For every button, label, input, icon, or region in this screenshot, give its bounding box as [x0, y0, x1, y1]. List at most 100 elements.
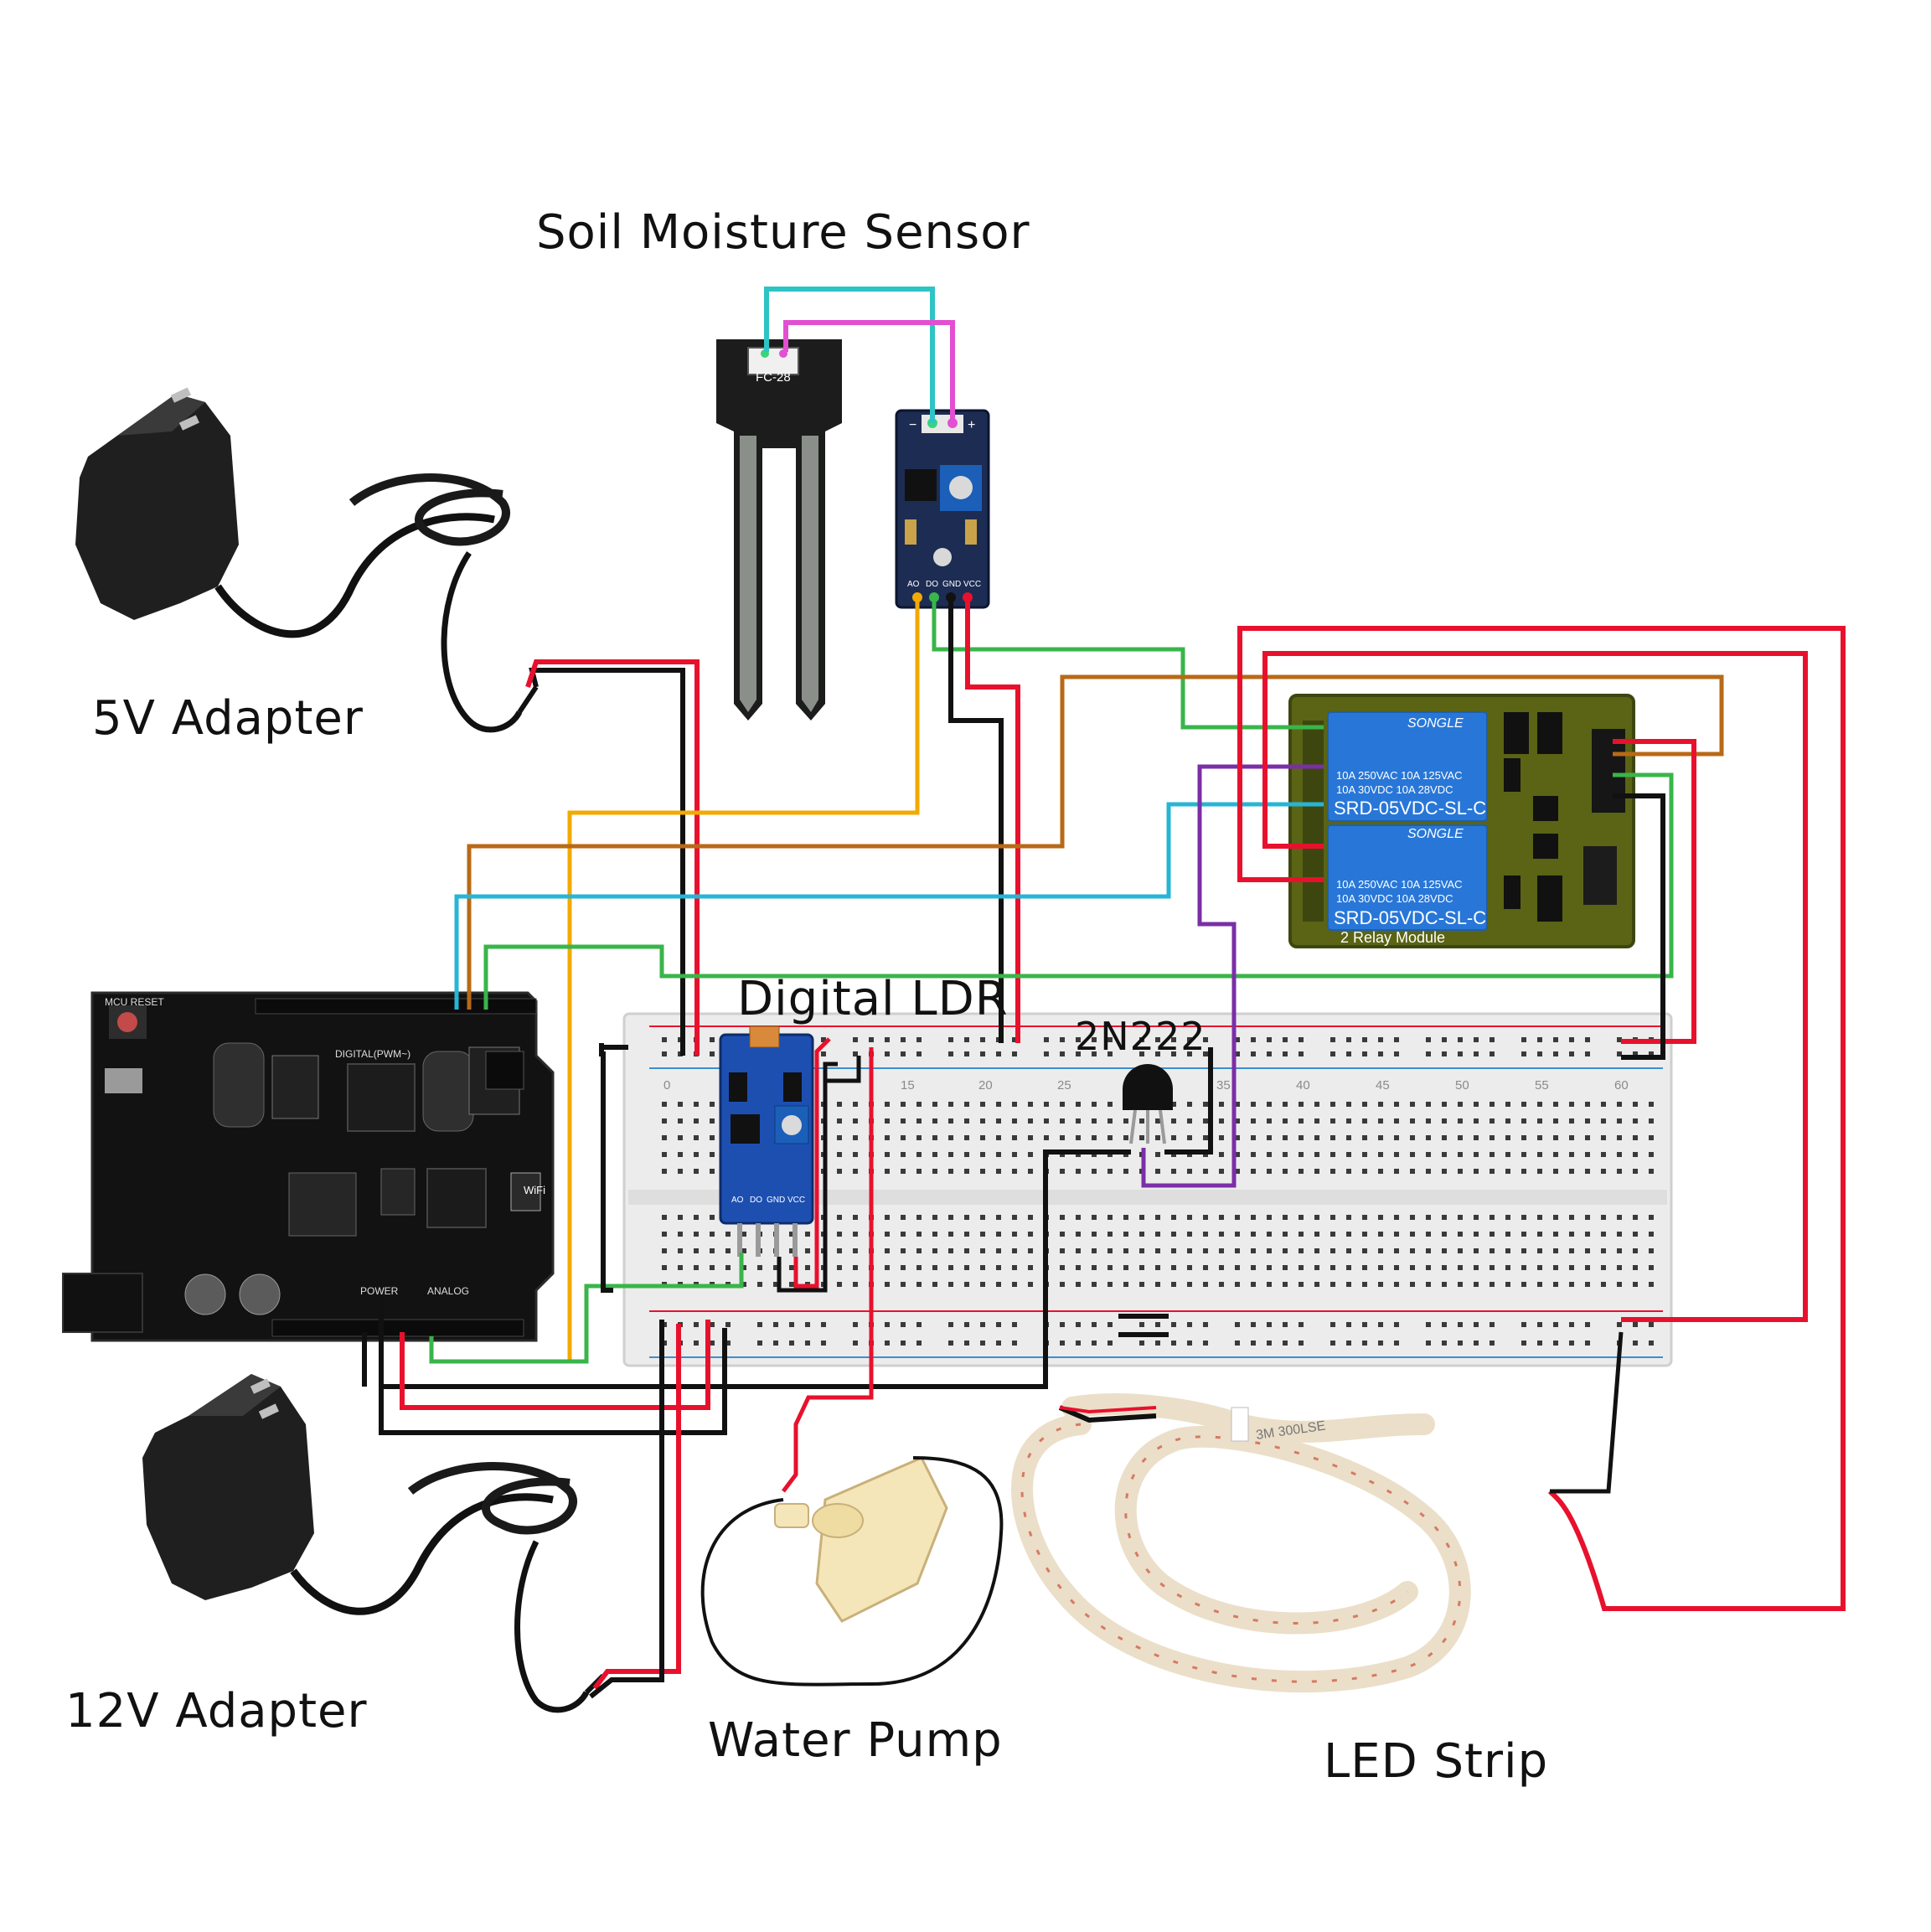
breadboard-hole	[662, 1037, 667, 1042]
breadboard-hole	[1092, 1135, 1097, 1140]
breadboard-hole	[1155, 1051, 1160, 1056]
breadboard-hole	[837, 1169, 842, 1174]
breadboard-hole	[678, 1169, 683, 1174]
breadboard-hole	[1490, 1152, 1495, 1157]
breadboard-hole	[1060, 1118, 1065, 1124]
breadboard-hole	[1633, 1341, 1638, 1346]
breadboard-hole	[1076, 1282, 1081, 1287]
breadboard-hole	[1012, 1322, 1017, 1327]
breadboard-hole	[837, 1215, 842, 1220]
breadboard-hole	[662, 1248, 667, 1253]
breadboard-hole	[980, 1051, 985, 1056]
breadboard-hole	[1346, 1322, 1351, 1327]
breadboard-hole	[1394, 1102, 1399, 1107]
breadboard-hole	[1362, 1322, 1367, 1327]
breadboard-hole	[1203, 1232, 1208, 1237]
breadboard-hole	[1187, 1118, 1192, 1124]
breadboard-hole	[1330, 1152, 1335, 1157]
breadboard-hole	[1076, 1232, 1081, 1237]
breadboard-hole	[1267, 1232, 1272, 1237]
breadboard-hole	[1553, 1265, 1558, 1270]
breadboard-hole	[1426, 1118, 1431, 1124]
breadboard-hole	[1442, 1322, 1447, 1327]
breadboard-hole	[901, 1118, 906, 1124]
breadboard-hole	[1314, 1215, 1319, 1220]
breadboard-hole	[1299, 1102, 1304, 1107]
breadboard-hole	[932, 1215, 937, 1220]
breadboard-hole	[1490, 1169, 1495, 1174]
breadboard-hole	[1521, 1037, 1526, 1042]
breadboard-hole	[694, 1232, 699, 1237]
breadboard-hole	[1155, 1135, 1160, 1140]
breadboard-hole	[885, 1169, 890, 1174]
breadboard-hole	[1569, 1135, 1574, 1140]
breadboard-hole	[1012, 1341, 1017, 1346]
ldr-pin-ao: AO	[731, 1196, 744, 1205]
breadboard-hole	[1251, 1135, 1256, 1140]
breadboard-hole	[1346, 1152, 1351, 1157]
breadboard-hole	[1203, 1215, 1208, 1220]
breadboard-hole	[901, 1135, 906, 1140]
breadboard-hole	[1187, 1322, 1192, 1327]
breadboard-hole	[1490, 1248, 1495, 1253]
breadboard-hole	[1394, 1152, 1399, 1157]
breadboard-hole	[1267, 1215, 1272, 1220]
breadboard-hole	[662, 1102, 667, 1107]
breadboard-hole	[1394, 1265, 1399, 1270]
breadboard-hole	[1107, 1051, 1113, 1056]
breadboard-hole	[1235, 1282, 1240, 1287]
breadboard-hole	[948, 1118, 953, 1124]
ldr-pin-do: DO	[750, 1196, 762, 1205]
breadboard-hole	[694, 1169, 699, 1174]
breadboard-hole	[1649, 1118, 1654, 1124]
breadboard-hole	[853, 1282, 858, 1287]
breadboard-hole	[869, 1037, 874, 1042]
breadboard-hole	[1092, 1282, 1097, 1287]
breadboard-hole	[1123, 1118, 1128, 1124]
label-12v-adapter: 12V Adapter	[65, 1684, 368, 1738]
breadboard-hole	[1569, 1341, 1574, 1346]
breadboard-hole	[1283, 1322, 1288, 1327]
relay2-model: SRD-05VDC-SL-C	[1334, 907, 1486, 928]
breadboard-hole	[1283, 1118, 1288, 1124]
breadboard-hole	[1107, 1282, 1113, 1287]
breadboard-hole	[1442, 1135, 1447, 1140]
breadboard-hole	[1617, 1152, 1622, 1157]
breadboard-hole	[1426, 1135, 1431, 1140]
breadboard-hole	[1505, 1152, 1510, 1157]
breadboard-hole	[1012, 1037, 1017, 1042]
breadboard-hole	[1569, 1265, 1574, 1270]
breadboard-hole	[1521, 1118, 1526, 1124]
breadboard-hole	[916, 1102, 922, 1107]
moisture-pin-do: DO	[926, 580, 938, 589]
breadboard-hole	[710, 1265, 715, 1270]
breadboard-hole	[805, 1341, 810, 1346]
breadboard-hole	[1458, 1169, 1463, 1174]
breadboard-hole	[1537, 1265, 1542, 1270]
breadboard-hole	[1458, 1282, 1463, 1287]
breadboard-hole	[1553, 1051, 1558, 1056]
svg-text:+: +	[968, 418, 975, 432]
breadboard-hole	[1283, 1037, 1288, 1042]
breadboard-hole	[1505, 1265, 1510, 1270]
breadboard-hole	[1553, 1169, 1558, 1174]
breadboard-hole	[1346, 1051, 1351, 1056]
breadboard-hole	[980, 1135, 985, 1140]
breadboard-hole	[1426, 1037, 1431, 1042]
breadboard-hole	[1187, 1135, 1192, 1140]
breadboard-hole	[694, 1102, 699, 1107]
breadboard-hole	[932, 1102, 937, 1107]
breadboard-hole	[1171, 1102, 1176, 1107]
breadboard-hole	[885, 1341, 890, 1346]
breadboard-hole	[948, 1341, 953, 1346]
breadboard-hole	[1378, 1341, 1383, 1346]
breadboard-hole	[1410, 1265, 1415, 1270]
breadboard-hole	[980, 1265, 985, 1270]
breadboard-hole	[1569, 1232, 1574, 1237]
breadboard-hole	[1442, 1341, 1447, 1346]
breadboard-hole	[1267, 1248, 1272, 1253]
breadboard-hole	[1299, 1118, 1304, 1124]
breadboard-hole	[1521, 1282, 1526, 1287]
breadboard-hole	[1076, 1102, 1081, 1107]
breadboard-hole	[1601, 1118, 1606, 1124]
